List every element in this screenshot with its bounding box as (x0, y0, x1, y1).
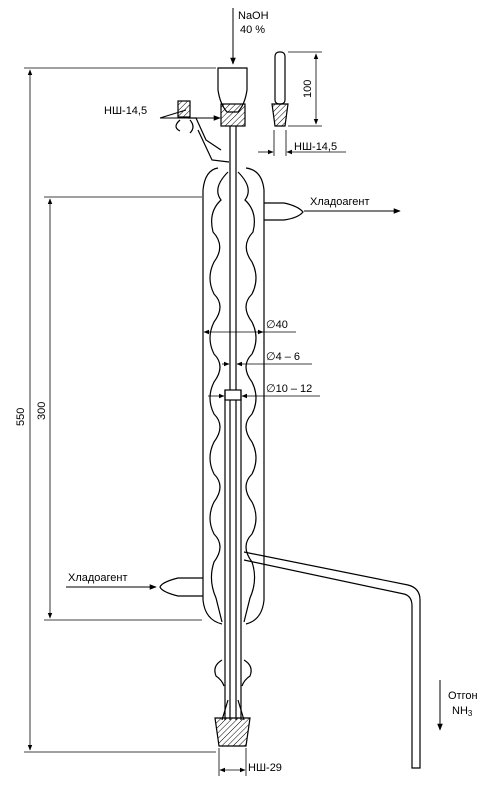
dimension-100 (288, 51, 322, 127)
bottom-joint-label: НШ-29 (248, 762, 282, 774)
side-neck (175, 100, 230, 163)
dimension-550-label: 550 (15, 407, 27, 426)
corrugated-tube (209, 171, 257, 623)
side-joint-label: НШ-14,5 (104, 105, 148, 117)
top-funnel (217, 67, 248, 168)
distillate-subscript: 3 (467, 709, 473, 718)
dimension-thermo-joint (258, 130, 346, 156)
distillate-nh: NH (452, 705, 468, 717)
dimension-bottom-joint (218, 748, 247, 776)
thermometer-pocket (271, 51, 289, 127)
d10-12-label: ∅10 – 12 (266, 383, 313, 395)
dimension-100-label: 100 (302, 79, 314, 98)
thermo-joint-label: НШ-14,5 (294, 141, 338, 153)
d4-6-label: ∅4 – 6 (266, 351, 301, 363)
coolant-in-label: Хладоагент (68, 572, 128, 584)
dimension-300 (44, 196, 202, 621)
side-joint-leader-2 (159, 109, 187, 119)
distillate-label: Отгон (448, 690, 478, 702)
d40-label: ∅40 (266, 319, 288, 331)
distillate-outlet (243, 551, 421, 769)
dimension-300-label: 300 (36, 401, 48, 420)
cooling-jacket (159, 167, 304, 625)
coolant-out-label: Хладоагент (310, 196, 370, 208)
naoh-concentration-label: 40 % (240, 24, 266, 36)
central-tube (221, 168, 245, 721)
distillate-formula: NH3 (452, 705, 472, 720)
naoh-label: NaOH (238, 10, 269, 22)
dimension-550 (24, 67, 216, 753)
bottom-joint (214, 659, 252, 747)
